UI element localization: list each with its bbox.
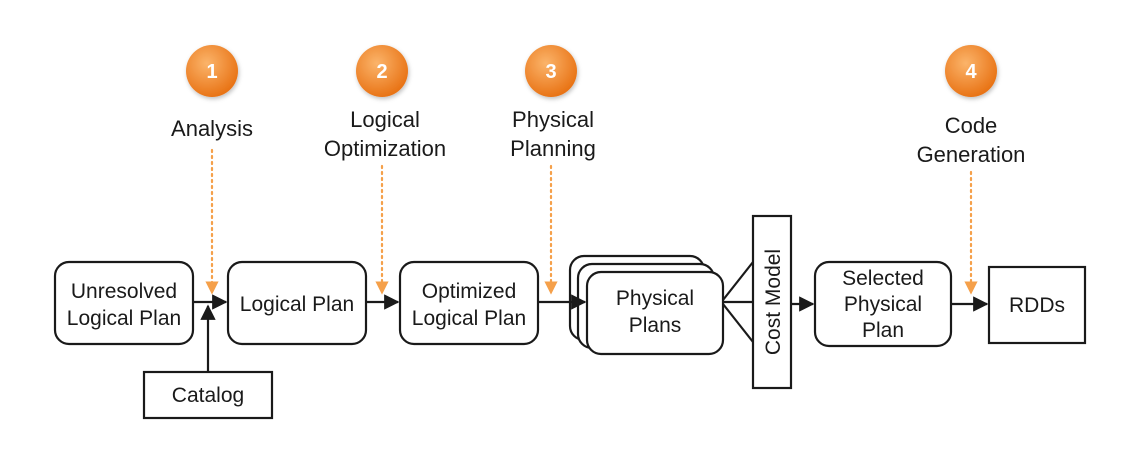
stage-3-badge: 3	[525, 45, 577, 97]
stage-2-number: 2	[376, 61, 387, 83]
cost-model-box: Cost Model	[751, 214, 793, 390]
physical-plans-stack: Physical Plans	[568, 254, 725, 356]
stage-2-label-line-1: Logical	[350, 107, 420, 132]
optimized-label-line-1: Optimized	[422, 280, 517, 303]
physical-plan-card-front	[585, 270, 725, 356]
fan-line-bottom	[722, 303, 754, 343]
catalog-label: Catalog	[172, 384, 244, 407]
stage-4-number: 4	[965, 61, 977, 83]
stage-4-badge: 4	[945, 45, 997, 97]
stage-1-label: Analysis	[171, 116, 253, 141]
stage-2-label-line-2: Optimization	[324, 136, 446, 161]
stage-4-label-line-1: Code	[945, 113, 998, 138]
unresolved-logical-plan-box: Unresolved Logical Plan	[53, 260, 195, 346]
unresolved-label-line-1: Unresolved	[71, 280, 177, 303]
selected-label-line-3: Plan	[862, 319, 904, 342]
catalog-box: Catalog	[142, 370, 274, 420]
selected-physical-plan-box: Selected Physical Plan	[813, 260, 953, 348]
optimized-logical-plan-box: Optimized Logical Plan	[398, 260, 540, 346]
stage-1-badge: 1	[186, 45, 238, 97]
stage-3-label-line-2: Planning	[510, 136, 596, 161]
fan-line-top	[722, 261, 754, 301]
selected-label-line-1: Selected	[842, 267, 924, 290]
physical-plans-label-line-2: Plans	[629, 314, 682, 337]
physical-plans-label-line-1: Physical	[616, 287, 694, 310]
stage-4-label-line-2: Generation	[917, 142, 1026, 167]
selected-label-line-2: Physical	[844, 293, 922, 316]
stage-2-badge: 2	[356, 45, 408, 97]
rdds-label: RDDs	[1009, 294, 1065, 317]
unresolved-label-line-2: Logical Plan	[67, 307, 181, 330]
rdds-box: RDDs	[987, 265, 1087, 345]
stage-1-number: 1	[206, 61, 217, 83]
cost-model-label: Cost Model	[762, 249, 785, 355]
logical-plan-box: Logical Plan	[226, 260, 368, 346]
optimized-label-line-2: Logical Plan	[412, 307, 526, 330]
stage-3-label-line-1: Physical	[512, 107, 594, 132]
logical-plan-label: Logical Plan	[240, 293, 354, 316]
stage-3-number: 3	[545, 61, 556, 83]
